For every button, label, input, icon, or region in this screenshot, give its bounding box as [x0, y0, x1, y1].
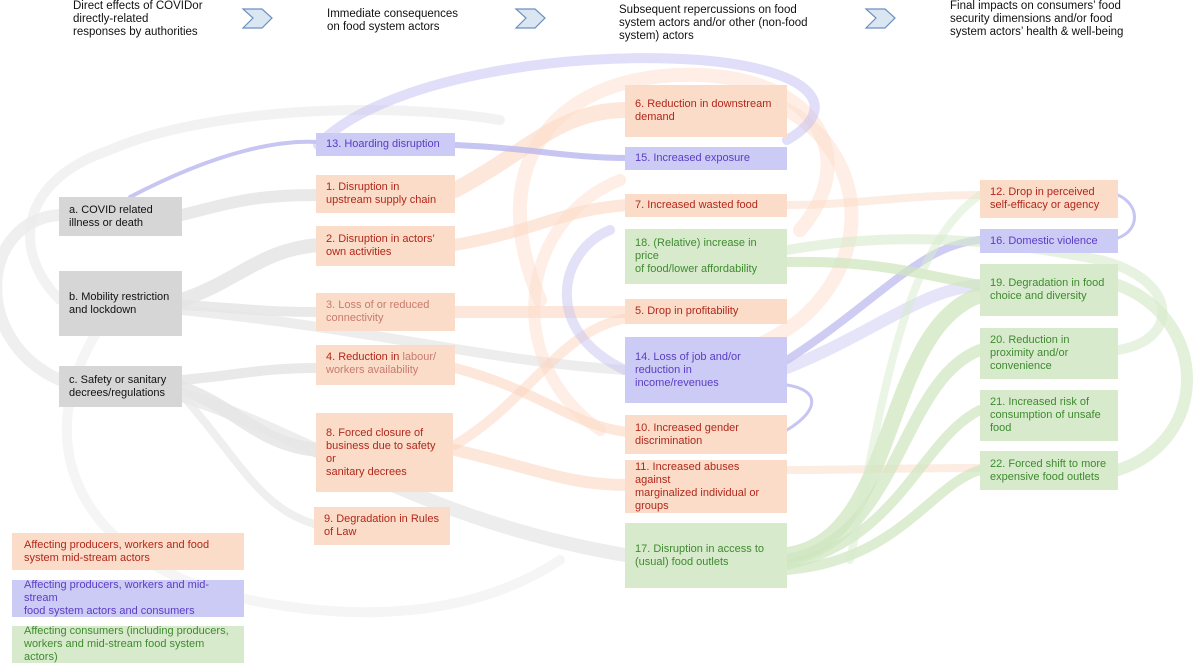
- node-5-drop-profitability: 5. Drop in profitability: [625, 299, 787, 324]
- node-13-hoarding-disruption: 13. Hoarding disruption: [316, 133, 455, 156]
- flow-green-17-22: [782, 465, 985, 575]
- flow-blue-a-13: [128, 139, 320, 199]
- node-11-abuses-marginalized: 11. Increased abuses against marginalize…: [625, 460, 787, 513]
- flow-blue-14-19: [781, 279, 986, 374]
- flow-blue-13-15: [452, 142, 630, 161]
- node-19-food-choice-diversity: 19. Degradation in food choice and diver…: [980, 264, 1118, 316]
- node-b-mobility-restriction: b. Mobility restriction and lockdown: [59, 271, 182, 336]
- chevron-arrow-icon: [241, 8, 273, 29]
- flow-gray-c-9: [178, 391, 322, 529]
- node-14-loss-of-job: 14. Loss of job and/or reduction in inco…: [625, 337, 787, 403]
- node-c-safety-decrees: c. Safety or sanitary decrees/regulation…: [59, 366, 182, 407]
- node-3-loss-of-connectivity: 3. Loss of or reduced connectivity: [316, 293, 455, 331]
- node-4-label-part2: labour/ workers availability: [326, 351, 437, 376]
- node-18-price-increase: 18. (Relative) increase in price of food…: [625, 229, 787, 284]
- column-header-subsequent-repercussions: Subsequent repercussions on food system …: [619, 4, 808, 42]
- column-header-direct-effects: Direct effects of COVIDor directly-relat…: [73, 0, 203, 38]
- flow-green-18-arc: [782, 234, 1168, 355]
- node-22-expensive-outlets: 22. Forced shift to more expensive food …: [980, 451, 1118, 490]
- flow-gray-b-2: [175, 238, 325, 307]
- flow-green-right-loop: [1112, 279, 1193, 476]
- node-1-upstream-supply-chain: 1. Disruption in upstream supply chain: [316, 175, 455, 213]
- flow-red-8-5: [450, 313, 632, 450]
- flow-gray-a-1: [176, 189, 324, 221]
- node-20-proximity-convenience: 20. Reduction in proximity and/or conven…: [980, 328, 1118, 379]
- node-2-actors-own-activities: 2. Disruption in actors’ own activities: [316, 226, 455, 266]
- flow-red-1-6: [447, 102, 635, 198]
- chevron-arrow-icon: [514, 8, 546, 29]
- node-9-rules-of-law: 9. Degradation in Rules of Law: [314, 507, 450, 545]
- node-4-label-part1: 4. Reduction in: [326, 351, 400, 363]
- node-16-domestic-violence: 16. Domestic violence: [980, 229, 1118, 253]
- flow-gray-loop-left-2: [25, 105, 505, 305]
- flow-blue-14-loop: [561, 225, 630, 375]
- flow-red-8-11: [449, 444, 633, 491]
- flow-blue-top-arc: [313, 53, 820, 150]
- column-header-immediate-consequences: Immediate consequences on food system ac…: [327, 8, 459, 33]
- flow-blue-12-16: [1116, 193, 1136, 240]
- legend-item-green: Affecting consumers (including producers…: [12, 625, 244, 663]
- node-17-access-food-outlets: 17. Disruption in access to (usual) food…: [625, 523, 787, 588]
- flow-red-2-7: [449, 199, 633, 251]
- node-8-forced-closure: 8. Forced closure of business due to saf…: [316, 413, 453, 492]
- flow-red-loop-mid: [528, 174, 626, 436]
- node-21-unsafe-food: 21. Increased risk of consumption of uns…: [980, 390, 1118, 441]
- flow-green-12-arc: [846, 191, 984, 564]
- flow-green-18-19: [782, 256, 985, 290]
- flow-red-4-10: [450, 363, 632, 437]
- node-6-downstream-demand: 6. Reduction in downstream demand: [625, 85, 787, 137]
- flow-gray-b-14: [177, 305, 630, 375]
- flow-green-17-21: [782, 405, 985, 570]
- legend-item-red: Affecting producers, workers and food sy…: [12, 533, 244, 570]
- flow-red-to-12: [783, 191, 984, 209]
- flow-gray-c-4: [177, 363, 323, 385]
- node-a-covid-illness: a. COVID related illness or death: [59, 197, 182, 236]
- flow-red-loop-top: [512, 67, 835, 307]
- chevron-arrow-icon: [864, 8, 896, 29]
- legend-item-blue: Affecting producers, workers and mid-str…: [12, 579, 244, 617]
- node-10-gender-discrimination: 10. Increased gender discrimination: [625, 415, 787, 454]
- flow-blue-10-14: [785, 383, 814, 432]
- node-12-self-efficacy: 12. Drop in perceived self-efficacy or a…: [980, 180, 1118, 218]
- node-15-increased-exposure: 15. Increased exposure: [625, 147, 787, 170]
- node-4-labour-availability: 4. Reduction in labour/ workers availabi…: [316, 345, 455, 385]
- flow-green-17-20: [781, 344, 986, 566]
- flow-gray-b-3: [177, 300, 323, 317]
- column-header-final-impacts: Final impacts on consumers’ food securit…: [950, 0, 1124, 38]
- node-7-wasted-food: 7. Increased wasted food: [625, 194, 787, 217]
